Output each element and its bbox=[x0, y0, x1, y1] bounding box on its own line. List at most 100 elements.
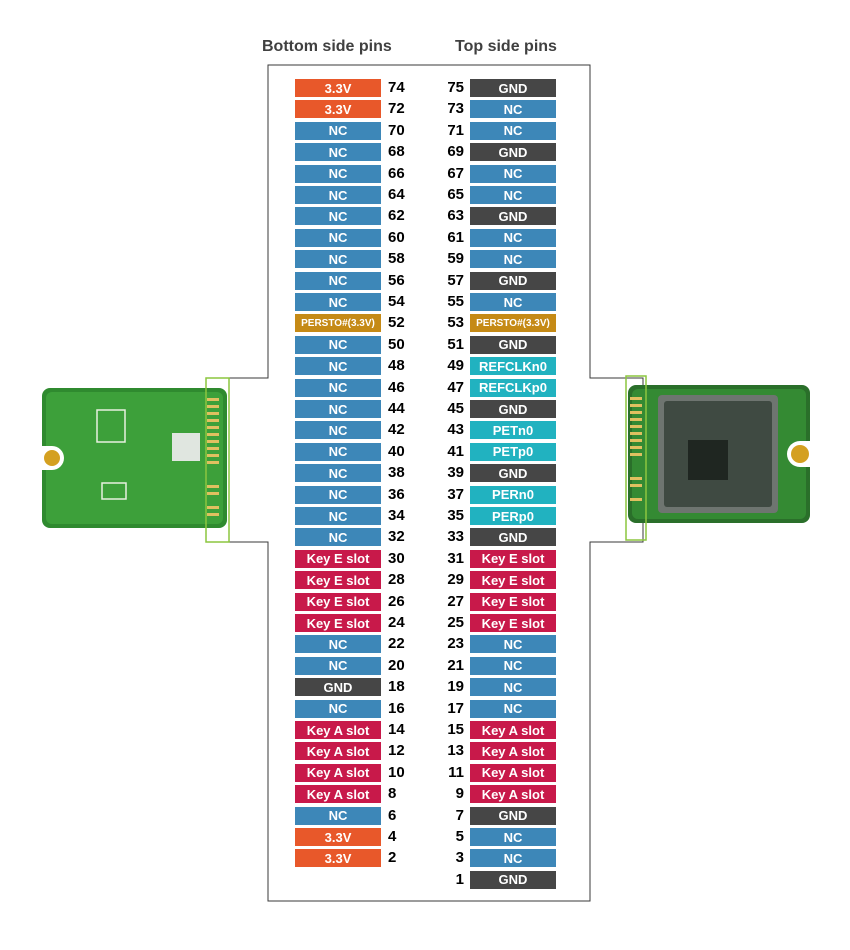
pin-41-number: 41 bbox=[447, 442, 464, 460]
pin-27-number: 27 bbox=[447, 592, 464, 610]
pin-27-label: Key E slot bbox=[470, 592, 556, 611]
pin-54-label: NC bbox=[295, 293, 381, 311]
pin-15-number: 15 bbox=[447, 721, 464, 738]
pin-60-label: NC bbox=[295, 228, 381, 247]
pin-10-label: Key A slot bbox=[295, 763, 381, 782]
pin-72-number: 72 bbox=[388, 100, 405, 118]
pin-23-number: 23 bbox=[447, 635, 464, 653]
bottom-side-header: Bottom side pins bbox=[262, 38, 392, 55]
pin-74-label: 3.3V bbox=[295, 79, 381, 97]
pin-14-number: 14 bbox=[388, 721, 405, 738]
pin-28-label: Key E slot bbox=[295, 571, 381, 590]
pinout-bracket bbox=[228, 64, 644, 902]
pin-69-label: GND bbox=[470, 143, 556, 162]
pin-37-number: 37 bbox=[447, 485, 464, 503]
pin-21-label: NC bbox=[470, 656, 556, 675]
pin-52-label: PERSTO#(3.3V) bbox=[295, 314, 381, 333]
pin-17-label: NC bbox=[470, 699, 556, 718]
pin-6-number: 6 bbox=[388, 806, 397, 824]
pin-55-label: NC bbox=[470, 293, 556, 311]
pin-56-number: 56 bbox=[388, 271, 405, 289]
pin-45-number: 45 bbox=[447, 400, 464, 417]
pin-60-number: 60 bbox=[388, 228, 405, 246]
pin-50-number: 50 bbox=[388, 335, 405, 353]
pin-54-number: 54 bbox=[388, 293, 405, 310]
pin-28-number: 28 bbox=[388, 571, 405, 589]
pin-44-label: NC bbox=[295, 400, 381, 418]
pin-25-number: 25 bbox=[447, 614, 464, 631]
pin-12-label: Key A slot bbox=[295, 742, 381, 761]
pin-11-label: Key A slot bbox=[470, 763, 556, 782]
pin-42-number: 42 bbox=[388, 421, 405, 439]
pin-53-label: PERSTO#(3.3V) bbox=[470, 314, 556, 333]
pin-1-label: GND bbox=[470, 870, 556, 889]
pin-71-label: NC bbox=[470, 121, 556, 140]
pin-59-number: 59 bbox=[447, 250, 464, 268]
pin-63-number: 63 bbox=[447, 207, 464, 225]
pin-22-label: NC bbox=[295, 635, 381, 654]
pin-67-number: 67 bbox=[447, 164, 464, 182]
pin-1-number: 1 bbox=[455, 870, 464, 888]
pin-65-number: 65 bbox=[447, 186, 464, 203]
pin-18-label: GND bbox=[295, 678, 381, 697]
pin-55-number: 55 bbox=[447, 293, 464, 310]
pin-29-number: 29 bbox=[447, 571, 464, 589]
connector-highlight-right bbox=[625, 375, 647, 541]
pin-49-label: REFCLKn0 bbox=[470, 357, 556, 376]
pin-39-number: 39 bbox=[447, 464, 464, 482]
pin-38-label: NC bbox=[295, 464, 381, 483]
pin-11-number: 11 bbox=[448, 763, 464, 781]
pin-64-number: 64 bbox=[388, 186, 405, 203]
pin-2-number: 2 bbox=[388, 849, 397, 867]
pin-57-label: GND bbox=[470, 271, 556, 290]
pin-18-number: 18 bbox=[388, 678, 405, 696]
pin-4-label: 3.3V bbox=[295, 828, 381, 846]
pin-32-number: 32 bbox=[388, 528, 405, 546]
pin-35-number: 35 bbox=[447, 507, 464, 524]
pin-40-label: NC bbox=[295, 442, 381, 461]
pin-74-number: 74 bbox=[388, 79, 405, 96]
pin-3-label: NC bbox=[470, 849, 556, 868]
pin-53-number: 53 bbox=[447, 314, 464, 332]
pin-4-number: 4 bbox=[388, 828, 397, 845]
pin-24-label: Key E slot bbox=[295, 614, 381, 632]
pin-12-number: 12 bbox=[388, 742, 405, 760]
pin-24-number: 24 bbox=[388, 614, 405, 631]
pin-48-label: NC bbox=[295, 357, 381, 376]
pin-7-number: 7 bbox=[455, 806, 464, 824]
pin-64-label: NC bbox=[295, 186, 381, 204]
pin-68-number: 68 bbox=[388, 143, 405, 161]
pin-26-number: 26 bbox=[388, 592, 405, 610]
pin-47-number: 47 bbox=[447, 378, 464, 396]
pin-13-number: 13 bbox=[447, 742, 464, 760]
pin-31-number: 31 bbox=[447, 549, 464, 567]
pin-57-number: 57 bbox=[447, 271, 464, 289]
pin-20-number: 20 bbox=[388, 656, 405, 674]
pin-43-label: PETn0 bbox=[470, 421, 556, 440]
pin-42-label: NC bbox=[295, 421, 381, 440]
pin-66-number: 66 bbox=[388, 164, 405, 182]
pin-40-number: 40 bbox=[388, 442, 405, 460]
pin-32-label: NC bbox=[295, 528, 381, 547]
pin-25-label: Key E slot bbox=[470, 614, 556, 632]
top-side-header: Top side pins bbox=[455, 38, 557, 55]
pin-36-label: NC bbox=[295, 485, 381, 504]
pin-2-label: 3.3V bbox=[295, 849, 381, 868]
pin-48-number: 48 bbox=[388, 357, 405, 375]
pin-43-number: 43 bbox=[447, 421, 464, 439]
pin-73-label: NC bbox=[470, 100, 556, 119]
pin-70-label: NC bbox=[295, 121, 381, 140]
pin-34-number: 34 bbox=[388, 507, 405, 524]
pin-26-label: Key E slot bbox=[295, 592, 381, 611]
pin-46-label: NC bbox=[295, 378, 381, 397]
pin-45-label: GND bbox=[470, 400, 556, 418]
pin-51-label: GND bbox=[470, 335, 556, 354]
pin-38-number: 38 bbox=[388, 464, 405, 482]
pin-17-number: 17 bbox=[447, 699, 464, 717]
pin-9-label: Key A slot bbox=[470, 785, 556, 804]
pin-8-label: Key A slot bbox=[295, 785, 381, 804]
pin-62-label: NC bbox=[295, 207, 381, 226]
pin-73-number: 73 bbox=[447, 100, 464, 118]
pin-50-label: NC bbox=[295, 335, 381, 354]
